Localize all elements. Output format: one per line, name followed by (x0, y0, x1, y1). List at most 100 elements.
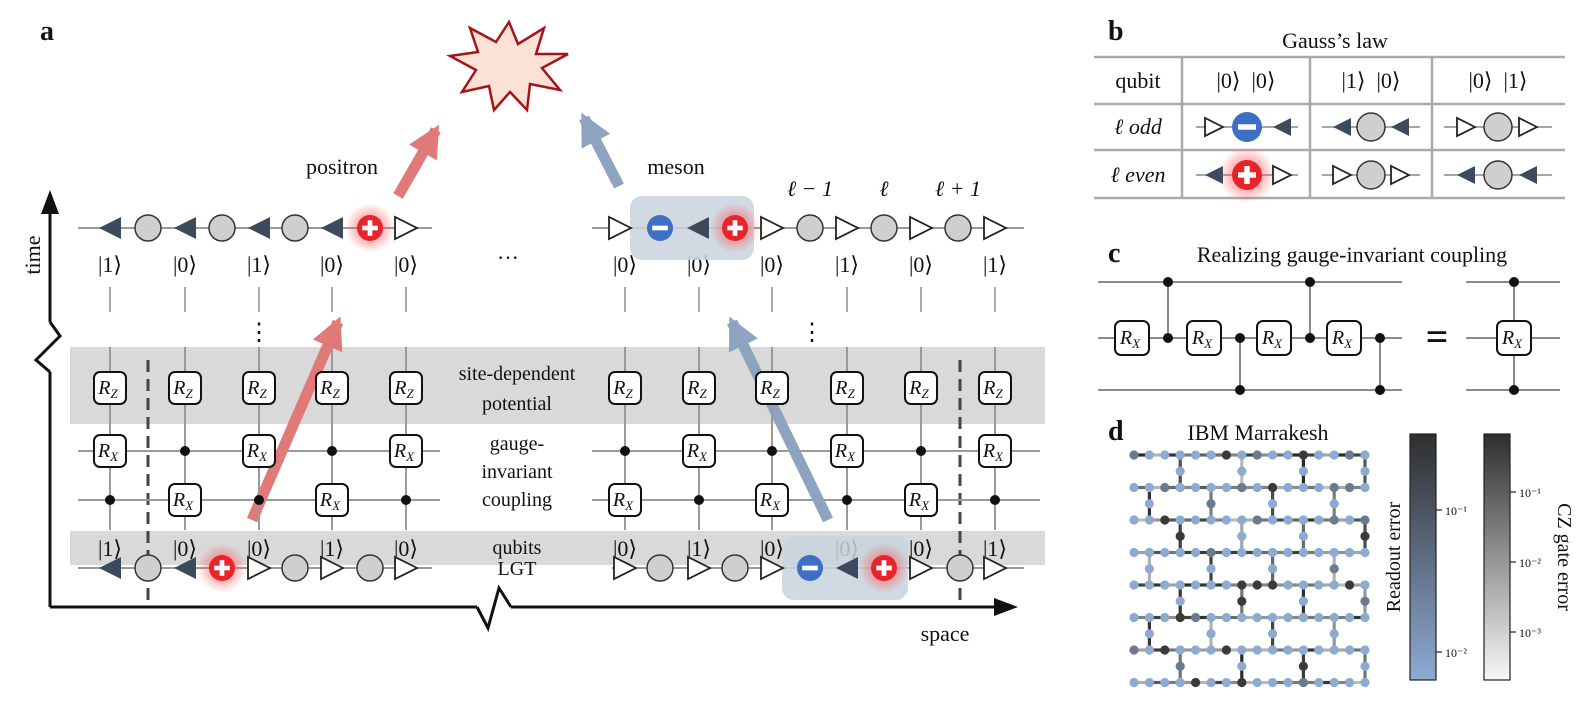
electric-field-left (1333, 118, 1351, 136)
rz-gate (315, 371, 349, 405)
positron-path-lower (246, 319, 344, 523)
row-label-potential-1: site-dependent (459, 363, 576, 385)
qubit-node (1191, 612, 1201, 623)
qubit-node (1129, 547, 1139, 558)
qubit-node (1206, 645, 1216, 655)
control-dot (1375, 385, 1385, 395)
qubit-node (1221, 482, 1231, 493)
qubit-node (1175, 547, 1185, 558)
qubit-node (1144, 499, 1154, 509)
rz-gate (608, 371, 642, 405)
qubit-node (1175, 482, 1185, 493)
positron-path-lower-head (312, 316, 343, 353)
qubit-node (1221, 645, 1231, 655)
qubit-node (1175, 661, 1185, 671)
qubit-node (1191, 482, 1201, 493)
rx-gate-c1 (1114, 320, 1150, 356)
qubit-node (1360, 645, 1370, 655)
potential-band (70, 347, 1045, 424)
qubit-node (1345, 612, 1355, 623)
gate-subscript: Z (699, 386, 707, 401)
gate-subscript: X (184, 498, 194, 513)
gauss-law-title: Gauss’s law (1282, 28, 1388, 53)
qubit-node (1175, 466, 1185, 476)
qubit-node (1268, 580, 1278, 590)
qubit-node (1237, 612, 1247, 623)
qubit-node (1268, 450, 1278, 460)
electric-field-left (1273, 118, 1291, 136)
qubit-node (1144, 677, 1154, 688)
qubit-node (1283, 580, 1293, 590)
qubit-node (1191, 450, 1201, 460)
qubit-node (1345, 677, 1355, 688)
electric-field-right (983, 215, 1009, 241)
qubit-node (1206, 450, 1216, 460)
readout-ticks (1436, 509, 1442, 653)
electric-field-left (99, 217, 121, 239)
qubit-node (1129, 580, 1139, 590)
qubit-node (1206, 547, 1216, 558)
control-dot (1163, 277, 1173, 287)
site-label-prev: ℓ − 1 (787, 176, 833, 201)
qubit-ket: |0⟩ (760, 536, 784, 561)
qubit-node (1360, 450, 1370, 460)
electric-field-right (1204, 116, 1226, 138)
control-dot (180, 446, 190, 456)
rx-gate-c3 (1256, 320, 1292, 356)
top-ket: |1⟩ (835, 252, 859, 277)
qubit-node (1360, 515, 1370, 525)
qubit-node (1144, 580, 1154, 590)
qubit-node (1237, 515, 1247, 525)
top-ket: |0⟩ (909, 252, 933, 277)
rx-gate-c2 (1186, 320, 1222, 356)
qubit-node (1206, 499, 1216, 509)
qubit-node (1268, 482, 1278, 493)
control-dot (1305, 333, 1315, 343)
qubit-node (1360, 466, 1370, 476)
qubit-node (1298, 677, 1308, 688)
qubit-ket: |0⟩ (394, 536, 418, 561)
qubit-node (1252, 580, 1262, 590)
qubit-node (1329, 645, 1339, 655)
qubit-node (1252, 547, 1262, 558)
gate-subscript: X (624, 498, 634, 513)
control-dot (767, 446, 777, 456)
panel-letter-a: a (40, 16, 54, 47)
qubit-node (1360, 661, 1370, 671)
control-dot (620, 446, 630, 456)
qubit-node (1283, 547, 1293, 558)
qubit-ket: |0⟩ (909, 536, 933, 561)
gauss-header-qubit: qubit (1115, 68, 1160, 93)
cz-tick-1: 10⁻¹ (1519, 486, 1541, 500)
qubit-node (1314, 482, 1324, 493)
rz-gate (242, 371, 276, 405)
gate-subscript: X (771, 498, 781, 513)
space-axis (50, 584, 1018, 633)
meson-label: meson (647, 154, 704, 179)
plus-sign-v (732, 220, 738, 236)
electric-field-right (1456, 116, 1478, 138)
readout-colorbar (1409, 433, 1437, 681)
plus-sign-v (367, 220, 373, 236)
qubit-node (1268, 515, 1278, 525)
top-ket: |0⟩ (613, 252, 637, 277)
qubit-node (1175, 677, 1185, 688)
positron-path-upper-head (409, 124, 439, 161)
matter-site (796, 214, 824, 242)
electric-field-right (760, 215, 786, 241)
qubit-node (1221, 580, 1231, 590)
qubit-node (1283, 612, 1293, 623)
gauss-header-01: |0⟩ |1⟩ (1469, 68, 1528, 93)
plus-sign-v (219, 560, 225, 576)
qubit-node (1221, 450, 1231, 460)
qubit-node (1175, 596, 1185, 606)
qubit-node (1144, 629, 1154, 639)
readout-tick-1: 10⁻¹ (1445, 504, 1467, 518)
gauss-row-odd: ℓ odd (1114, 114, 1163, 139)
plus-sign-v (1244, 166, 1250, 184)
qubit-node (1314, 677, 1324, 688)
qubit-node (1237, 450, 1247, 460)
gate-subscript: X (846, 449, 856, 464)
